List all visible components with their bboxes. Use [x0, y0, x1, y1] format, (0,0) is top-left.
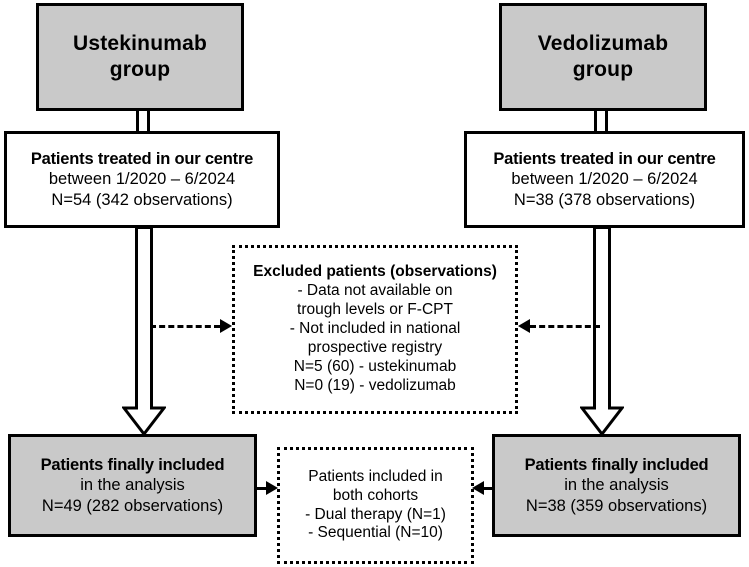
right-to-excluded-arrowhead: [518, 319, 530, 333]
ved-treated-line3: N=38 (378 observations): [513, 190, 696, 209]
excluded-line5: prospective registry: [307, 338, 443, 356]
right-connector-stub-a: [594, 111, 597, 133]
ved-treated-line1: Patients treated in our centre: [493, 150, 716, 169]
ustekinumab-group-line2: group: [109, 58, 171, 81]
both-cohorts-line3: - Dual therapy (N=1): [305, 505, 446, 523]
left-block-arrow-down: [122, 226, 166, 437]
left-connector-stub-a: [136, 111, 139, 133]
right-included-to-both-line: [484, 487, 494, 490]
ustekinumab-group-line1: Ustekinumab: [72, 32, 208, 56]
right-included-to-both-arrowhead: [472, 481, 484, 495]
ust-treated-line1: Patients treated in our centre: [30, 150, 254, 169]
excluded-line4: - Not included in national: [289, 320, 461, 338]
ust-included-line2: in the analysis: [80, 476, 185, 495]
left-to-excluded-dashed-line: [150, 325, 220, 328]
ved-treated-line2: between 1/2020 – 6/2024: [511, 170, 698, 189]
ust-treated-line2: between 1/2020 – 6/2024: [48, 170, 236, 189]
right-connector-stub-b: [605, 111, 608, 133]
excluded-line7: N=0 (19) - vedolizumab: [294, 376, 456, 394]
ust-included-line1: Patients finally included: [40, 456, 225, 475]
vedolizumab-treated-box: Patients treated in our centre between 1…: [464, 131, 745, 228]
ustekinumab-included-box: Patients finally included in the analysi…: [8, 434, 257, 537]
ved-included-line3: N=38 (359 observations): [525, 496, 708, 515]
vedolizumab-group-line2: group: [572, 58, 634, 81]
left-included-to-both-arrowhead: [266, 481, 278, 495]
ust-included-line3: N=49 (282 observations): [41, 496, 224, 515]
left-to-excluded-arrowhead: [220, 319, 232, 333]
right-to-excluded-dashed-line: [530, 325, 600, 328]
both-cohorts-line4: - Sequential (N=10): [308, 524, 443, 542]
excluded-line1: Excluded patients (observations): [253, 263, 497, 281]
both-cohorts-box: Patients included in both cohorts - Dual…: [277, 447, 474, 564]
excluded-line6: N=5 (60) - ustekinumab: [293, 357, 457, 375]
vedolizumab-group-box: Vedolizumab group: [499, 3, 707, 111]
ved-included-line2: in the analysis: [564, 476, 669, 495]
excluded-line3: trough levels or F-CPT: [297, 301, 453, 319]
ustekinumab-treated-box: Patients treated in our centre between 1…: [4, 131, 280, 228]
ustekinumab-group-box: Ustekinumab group: [36, 3, 244, 111]
left-connector-stub-b: [147, 111, 150, 133]
excluded-patients-box: Excluded patients (observations) - Data …: [232, 245, 518, 414]
ved-included-line1: Patients finally included: [524, 456, 709, 475]
ust-treated-line3: N=54 (342 observations): [51, 190, 233, 209]
both-cohorts-line1: Patients included in: [308, 467, 443, 485]
excluded-line2: - Data not available on: [297, 282, 453, 300]
left-included-to-both-line: [257, 487, 267, 490]
right-block-arrow-down: [580, 226, 624, 437]
vedolizumab-group-line1: Vedolizumab: [537, 32, 669, 56]
vedolizumab-included-box: Patients finally included in the analysi…: [492, 434, 741, 537]
both-cohorts-line2: both cohorts: [332, 486, 419, 504]
